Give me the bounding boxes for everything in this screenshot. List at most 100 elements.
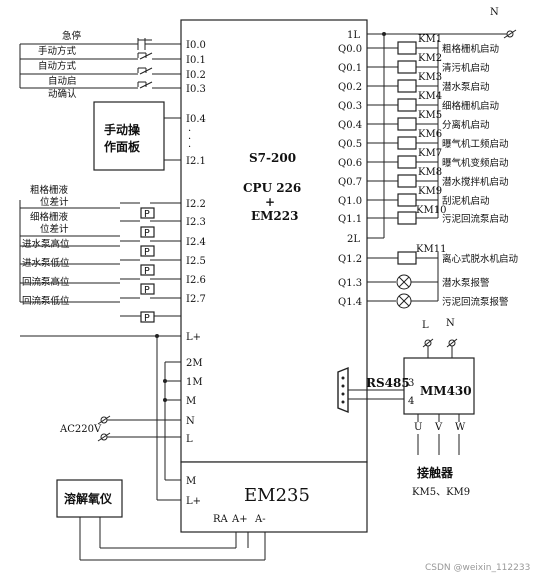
svg-text:潜水搅拌机启动: 潜水搅拌机启动 (442, 176, 509, 188)
neutral-label: N (490, 7, 499, 18)
svg-text:Q1.0: Q1.0 (338, 196, 362, 207)
svg-text:KM11: KM11 (416, 244, 446, 255)
output-common-1l: 1L (347, 30, 360, 41)
svg-text:粗格栅机启动: 粗格栅机启动 (442, 43, 499, 55)
em235-aminus: A- (254, 514, 266, 525)
switch-auto-confirm (120, 81, 181, 89)
svg-text:M: M (186, 396, 196, 407)
input-terminal-labels: I0.0 I0.1 I0.2 I0.3 I0.4 · · · I2.1 I2.2… (186, 40, 206, 343)
svg-text:I2.7: I2.7 (186, 294, 206, 305)
drive-pin-3: 3 (408, 378, 414, 389)
ac220v-label: AC220V (59, 424, 102, 435)
manual-panel-label-1: 手动操 (104, 122, 141, 137)
plc-expansion: EM223 (251, 209, 298, 223)
svg-text:潜水泵启动: 潜水泵启动 (442, 81, 490, 93)
drive-u: U (414, 422, 422, 433)
sensor-switches: P P P P P P (20, 202, 181, 324)
svg-text:I0.3: I0.3 (186, 84, 206, 95)
svg-text:I0.1: I0.1 (186, 55, 206, 66)
contactor-label: 接触器 (417, 465, 454, 480)
svg-text:I0.4: I0.4 (186, 114, 206, 125)
ac-supply-wires (97, 415, 181, 442)
neutral-terminal (367, 29, 517, 239)
oxygen-meter-box (56, 479, 123, 518)
drive-power-terminals (422, 338, 458, 358)
plc-plus: + (265, 195, 275, 209)
svg-text:曝气机工频启动: 曝气机工频启动 (442, 138, 509, 150)
label-auto-confirm-1: 自动启 (48, 75, 77, 87)
label-fine-screen-1: 细格栅液 (30, 211, 69, 223)
output-terminal-labels: Q0.0 Q0.1 Q0.2 Q0.3 Q0.4 Q0.5 Q0.6 Q0.7 … (338, 44, 362, 308)
em235-lplus: L+ (186, 496, 201, 507)
em235-ra: RA (213, 514, 229, 525)
drive-output-wires (417, 414, 460, 455)
drive-pin-4: 4 (408, 396, 414, 407)
label-return-low: 回流泵低位 (22, 295, 70, 307)
svg-text:潜水泵报警: 潜水泵报警 (442, 277, 490, 289)
svg-text:P: P (144, 247, 150, 258)
svg-text:L: L (186, 434, 193, 445)
plc-cpu: CPU 226 (243, 181, 301, 195)
svg-text:L+: L+ (186, 332, 201, 343)
svg-text:污泥回流泵启动: 污泥回流泵启动 (442, 213, 509, 225)
svg-text:Q0.1: Q0.1 (338, 63, 362, 74)
svg-text:细格栅机启动: 细格栅机启动 (442, 100, 499, 112)
svg-text:Q1.1: Q1.1 (338, 214, 362, 225)
svg-text:·: · (188, 126, 191, 137)
output-function-labels: 粗格栅机启动 清污机启动 潜水泵启动 细格栅机启动 分离机启动 曝气机工频启动 … (442, 43, 518, 308)
output-coils (367, 41, 439, 309)
oxygen-wires (79, 517, 266, 561)
manual-panel-box (93, 101, 165, 171)
rs485-label: RS485 (366, 376, 410, 390)
drive-l-label: L (422, 320, 429, 331)
svg-text:Q0.6: Q0.6 (338, 158, 362, 169)
switch-estop (120, 38, 181, 50)
svg-text:清污机启动: 清污机启动 (442, 62, 490, 74)
rs485-connector (337, 366, 404, 414)
label-coarse-screen-2: 位差计 (40, 196, 69, 208)
drive-n-label: N (446, 318, 455, 329)
svg-text:·: · (188, 142, 191, 153)
svg-text:·: · (188, 134, 191, 145)
svg-text:Q1.3: Q1.3 (338, 278, 362, 289)
svg-text:P: P (144, 313, 150, 324)
svg-text:I2.3: I2.3 (186, 217, 206, 228)
svg-text:I2.4: I2.4 (186, 237, 206, 248)
svg-text:I2.1: I2.1 (186, 156, 206, 167)
plc-cpu-box (180, 19, 368, 463)
svg-text:Q1.2: Q1.2 (338, 254, 362, 265)
drive-name: MM430 (420, 384, 472, 398)
label-manual-mode: 手动方式 (38, 45, 77, 57)
svg-text:离心式脱水机启动: 离心式脱水机启动 (442, 253, 518, 265)
svg-text:分离机启动: 分离机启动 (442, 119, 490, 131)
svg-text:污泥回流泵报警: 污泥回流泵报警 (442, 296, 509, 308)
label-inlet-low: 进水泵低位 (22, 257, 70, 269)
drive-v: V (434, 422, 443, 433)
svg-text:I2.6: I2.6 (186, 275, 206, 286)
svg-text:Q1.4: Q1.4 (338, 297, 362, 308)
label-fine-screen-2: 位差计 (40, 223, 69, 235)
svg-text:KM8: KM8 (418, 167, 442, 178)
plc-model: S7-200 (249, 151, 296, 165)
label-coarse-screen-1: 粗格栅液 (30, 184, 69, 196)
svg-text:KM1: KM1 (418, 34, 442, 45)
label-return-high: 回流泵高位 (22, 276, 70, 288)
label-auto-mode: 自动方式 (38, 60, 77, 72)
em235-m: M (186, 476, 196, 487)
svg-text:I2.2: I2.2 (186, 199, 206, 210)
supply-terminals: 2M 1M M N L (163, 358, 203, 481)
em235-box (180, 461, 368, 533)
watermark: CSDN @weixin_112233 (425, 563, 530, 573)
svg-text:P: P (144, 209, 150, 220)
svg-text:Q0.5: Q0.5 (338, 139, 362, 150)
switch-auto (120, 67, 181, 75)
label-estop: 急停 (62, 30, 82, 42)
svg-text:N: N (186, 416, 195, 427)
svg-text:KM6: KM6 (418, 129, 442, 140)
svg-text:P: P (144, 285, 150, 296)
svg-text:I0.0: I0.0 (186, 40, 206, 51)
svg-text:KM4: KM4 (418, 91, 442, 102)
svg-text:Q0.3: Q0.3 (338, 101, 362, 112)
em235-name: EM235 (244, 485, 310, 506)
